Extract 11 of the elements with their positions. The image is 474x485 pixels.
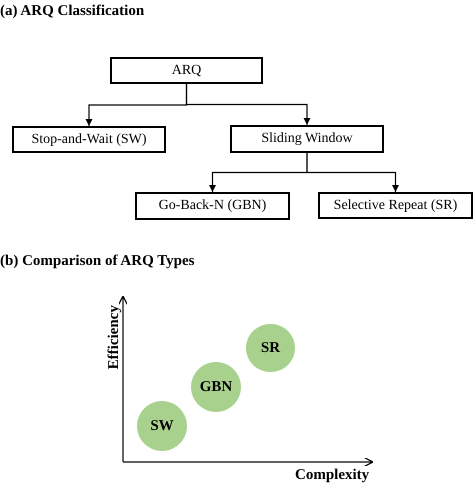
category-box: Sliding Window: [230, 125, 384, 153]
category-box: Go-Back-N (GBN): [135, 192, 290, 220]
category-box: ARQ: [110, 57, 263, 84]
arrow: [186, 84, 311, 125]
arrow: [306, 153, 400, 192]
axis-label: Complexity: [295, 466, 370, 485]
category-box: Stop-and-Wait (SW): [12, 126, 166, 153]
panel-title: (b) Comparison of ARQ Types: [0, 252, 194, 271]
category-box: Selective Repeat (SR): [318, 192, 473, 219]
axis-label: Efficiency: [104, 304, 123, 372]
panel-title: (a) ARQ Classification: [0, 2, 144, 21]
